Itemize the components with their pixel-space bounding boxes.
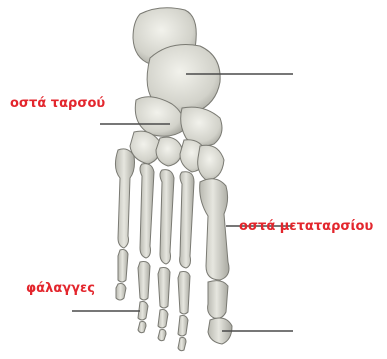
phalanx-5-distal [116,284,126,301]
metatarsal-3 [160,170,174,264]
phalanx-5-proximal [118,250,128,283]
phalanx-2-middle [178,316,188,337]
phalanx-1-proximal [208,281,228,319]
cuneiform-medial-2 [198,145,224,180]
label-tarsal-bones: οστά ταρσού [10,97,105,110]
phalanx-3-distal [158,330,166,341]
phalanx-2-distal [178,338,186,351]
phalanx-4-distal [138,322,146,333]
metatarsal-4 [140,164,154,258]
label-metatarsal-bones: οστά μεταταρσίου [239,220,373,233]
phalanx-2-proximal [178,272,190,315]
metatarsal-5 [115,149,134,248]
phalanx-3-proximal [158,268,170,309]
label-phalanges: φάλαγγες [26,282,95,295]
tarsal-bone-group [130,8,224,180]
phalanx-4-proximal [138,262,150,301]
cuneiform-intermediate [156,137,182,166]
metatarsal-1 [200,179,229,280]
metatarsal-2 [180,172,194,268]
phalanx-3-middle [158,310,168,329]
